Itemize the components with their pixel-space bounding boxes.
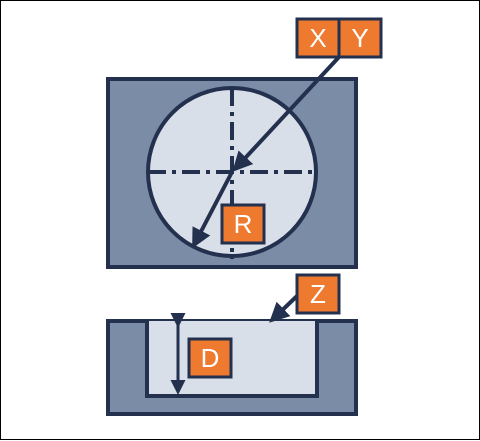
tag-r-label: R (234, 209, 253, 239)
tag-z-label: Z (310, 279, 326, 309)
tag-r: R (220, 203, 266, 245)
z-leader-arrow (269, 294, 299, 323)
tag-z-box (295, 273, 341, 315)
radius-arrow (192, 171, 234, 249)
tag-x: X (295, 17, 341, 59)
tag-d-label: D (201, 343, 220, 373)
tag-y-label: Y (351, 23, 368, 53)
tag-z: Z (295, 273, 341, 315)
tag-r-box (220, 203, 266, 245)
tag-d-box (187, 337, 233, 379)
tag-x-box (295, 17, 341, 59)
xy-leader-arrow (232, 55, 341, 172)
tag-y-box (337, 17, 383, 59)
tag-y: Y (337, 17, 383, 59)
tag-x-label: X (309, 23, 326, 53)
tag-d: D (187, 337, 233, 379)
